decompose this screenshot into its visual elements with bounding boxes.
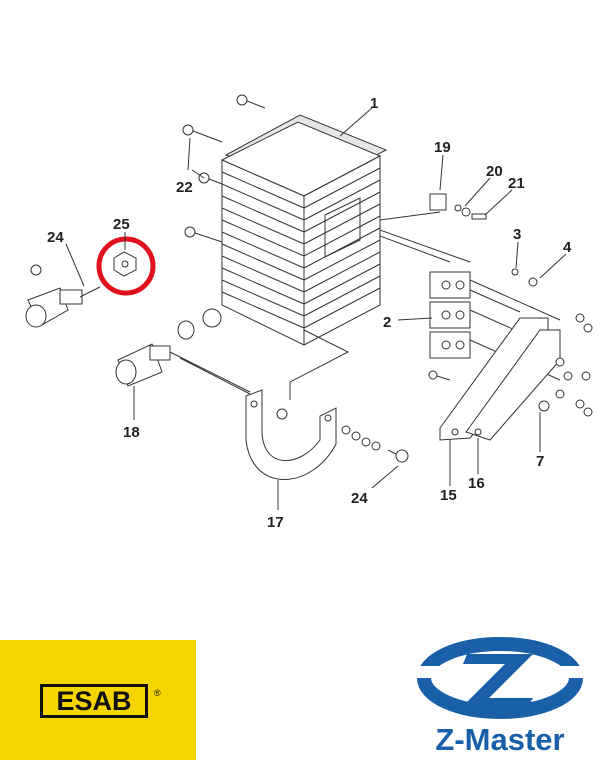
output-socket-left	[25, 264, 101, 328]
mounting-bracket	[439, 317, 561, 441]
callout-7: 7	[536, 453, 544, 470]
registered-mark: ®	[154, 688, 161, 698]
callout-20: 20	[486, 163, 503, 180]
connection-lines	[179, 329, 350, 400]
callout-15: 15	[440, 487, 457, 504]
callout-1: 1	[370, 95, 378, 112]
shunt-cable	[245, 389, 409, 480]
zmaster-z-emblem-icon	[405, 637, 595, 719]
zmaster-logo: Z-Master	[405, 636, 595, 757]
stack-bolts	[182, 94, 471, 263]
callout-18: 18	[123, 424, 140, 441]
esab-wordmark: ESAB	[56, 686, 132, 716]
callout-16: 16	[468, 475, 485, 492]
callout-19: 19	[434, 139, 451, 156]
highlight-circle	[96, 236, 156, 296]
zmaster-wordmark: Z-Master	[435, 722, 565, 757]
thermostat-assembly	[428, 193, 538, 381]
nut-part-25	[113, 251, 137, 277]
output-socket-right	[115, 308, 251, 393]
exploded-parts-diagram: 1 22 19 20 21 3 4 2 25 24 18 7 16 15 24 …	[25, 94, 593, 531]
callout-3: 3	[513, 226, 521, 243]
callout-2: 2	[383, 314, 391, 331]
callout-24-bottom: 24	[351, 490, 368, 507]
esab-wordmark-box: ESAB	[40, 684, 148, 718]
bracket-bolts	[538, 313, 593, 417]
callout-17: 17	[267, 514, 284, 531]
callout-25: 25	[113, 216, 130, 233]
transformer-stack	[220, 114, 388, 346]
callout-22: 22	[176, 179, 193, 196]
callout-4: 4	[563, 239, 572, 256]
callout-24-left: 24	[47, 229, 64, 246]
callout-21: 21	[508, 175, 525, 192]
esab-logo: ESAB ®	[0, 640, 196, 760]
leader-lines	[65, 107, 567, 510]
